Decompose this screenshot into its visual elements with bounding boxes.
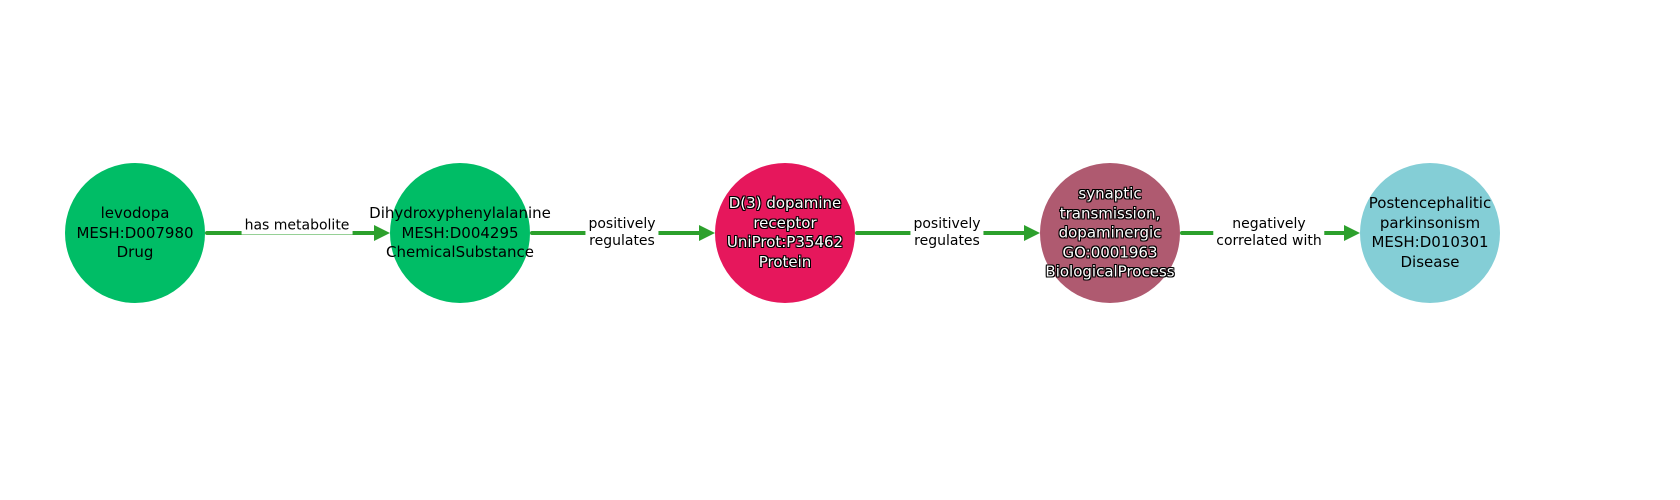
edge-label-positively-regulates-2: positively regulates bbox=[910, 216, 984, 250]
node-category-text: Protein bbox=[758, 252, 812, 271]
node-label: Postencephalitic parkinsonism MESH:D0103… bbox=[1369, 194, 1491, 272]
node-name-text: synaptic bbox=[1078, 184, 1142, 203]
edge-arrowhead-icon bbox=[699, 225, 715, 241]
node-category-text: BiologicalProcess bbox=[1045, 262, 1175, 281]
node-category-text: Disease bbox=[1400, 252, 1460, 271]
node-name-text: Dihydroxyphenylalanine bbox=[369, 203, 551, 222]
edge-arrowhead-icon bbox=[1344, 225, 1360, 241]
node-curie-text: MESH:D004295 bbox=[401, 223, 519, 242]
edge-label-line: negatively bbox=[1232, 216, 1306, 232]
node-name-text: D(3) dopamine bbox=[728, 194, 842, 212]
node-name-text: parkinsonism bbox=[1379, 213, 1481, 232]
node-d3-dopamine-receptor: D(3) dopamine receptor UniProt:P35462 Pr… bbox=[715, 163, 855, 303]
node-postencephalitic-parkinsonism: Postencephalitic parkinsonism MESH:D0103… bbox=[1360, 163, 1500, 303]
node-curie-text: MESH:D007980 bbox=[76, 223, 194, 242]
edge-label-line: positively bbox=[913, 216, 981, 232]
node-dihydroxyphenylalanine: Dihydroxyphenylalanine MESH:D004295 Chem… bbox=[369, 163, 551, 303]
node-name-text: receptor bbox=[753, 213, 817, 232]
node-label: D(3) dopamine receptor UniProt:P35462 Pr… bbox=[727, 194, 843, 272]
edge-label-positively-regulates-1: positively regulates bbox=[585, 216, 659, 250]
node-name-text: dopaminergic bbox=[1058, 223, 1162, 242]
node-curie-text: UniProt:P35462 bbox=[726, 233, 844, 251]
edge-label-line: has metabolite bbox=[244, 217, 350, 234]
node-circle-chemical-substance bbox=[390, 163, 530, 303]
edge-label-line: regulates bbox=[914, 233, 980, 249]
node-curie-text: MESH:D010301 bbox=[1371, 233, 1489, 251]
edge-label-line: positively bbox=[588, 216, 656, 232]
edge-label-has-metabolite: has metabolite bbox=[241, 217, 353, 235]
node-curie-text: GO:0001963 bbox=[1062, 242, 1158, 261]
node-category-text: Drug bbox=[116, 242, 154, 261]
node-circle-protein bbox=[715, 163, 855, 303]
node-levodopa: levodopa MESH:D007980 Drug bbox=[65, 163, 205, 303]
node-synaptic-transmission-dopaminergic: synaptic transmission, dopaminergic GO:0… bbox=[1040, 163, 1180, 303]
node-circle-drug bbox=[65, 163, 205, 303]
node-label: levodopa MESH:D007980 Drug bbox=[76, 204, 193, 263]
edge-label-line: regulates bbox=[589, 233, 655, 249]
node-circle-biological-process bbox=[1040, 163, 1180, 303]
node-name-text: levodopa bbox=[100, 203, 170, 222]
node-category-text: ChemicalSubstance bbox=[385, 242, 535, 261]
node-label: Dihydroxyphenylalanine MESH:D004295 Chem… bbox=[369, 204, 551, 263]
node-name-text: transmission, bbox=[1059, 203, 1161, 222]
node-name-text: Postencephalitic bbox=[1368, 194, 1492, 212]
edge-arrowhead-icon bbox=[1024, 225, 1040, 241]
node-circle-disease bbox=[1360, 163, 1500, 303]
edge-label-negatively-correlated: negatively correlated with bbox=[1213, 216, 1325, 250]
edge-label-line: correlated with bbox=[1216, 233, 1322, 249]
node-label: synaptic transmission, dopaminergic GO:0… bbox=[1045, 184, 1174, 282]
edge-arrowhead-icon bbox=[374, 225, 390, 241]
